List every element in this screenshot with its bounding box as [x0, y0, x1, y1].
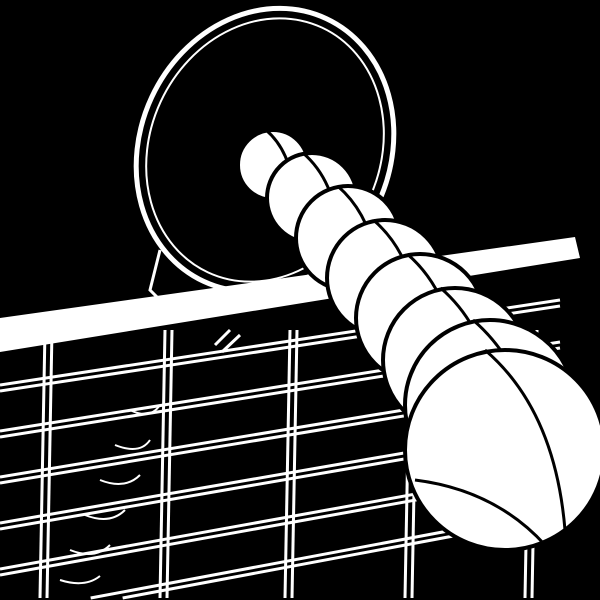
- net-vertical-line: [283, 329, 292, 599]
- tennis-ball-trail: [236, 128, 600, 552]
- tennis-ball: [403, 348, 600, 552]
- net-vertical-line: [290, 329, 299, 599]
- net-vertical-line: [165, 329, 174, 599]
- net-vertical-line: [158, 329, 167, 599]
- net-vertical-line: [45, 329, 54, 599]
- tennis-racket: [59, 5, 397, 585]
- net-vertical-line: [38, 329, 47, 599]
